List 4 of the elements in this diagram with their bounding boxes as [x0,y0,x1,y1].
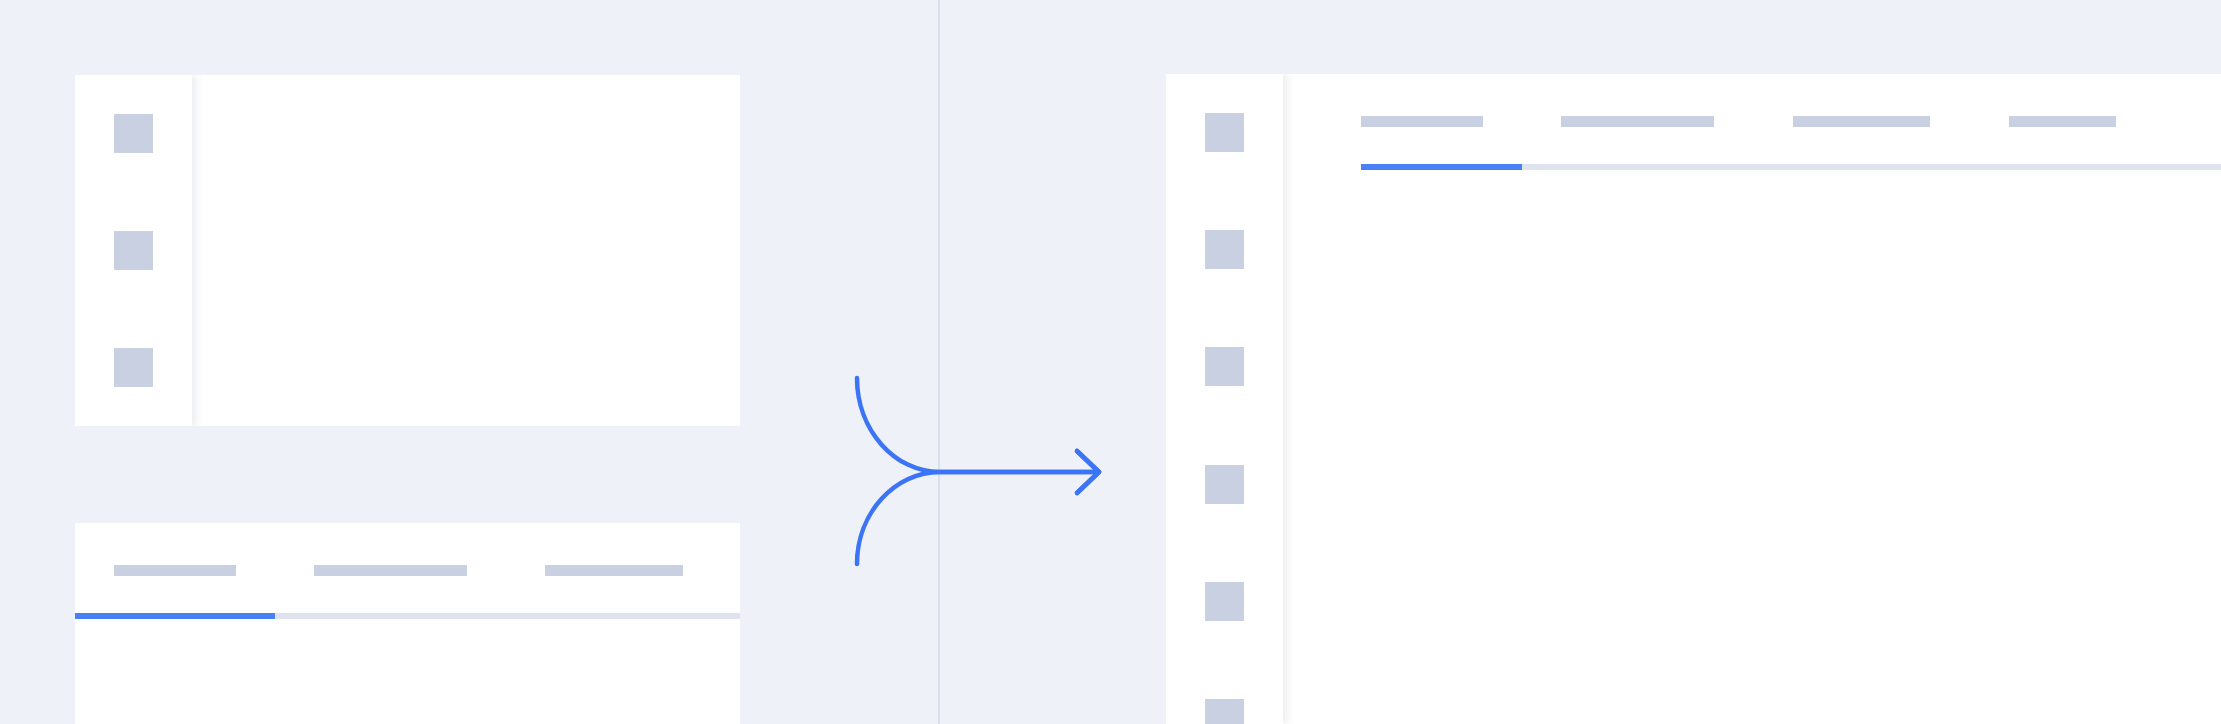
wireframe-panel [1166,74,2221,724]
wireframe-panel [75,523,740,724]
wireframe-panel [75,75,740,426]
arrow [854,448,1102,567]
